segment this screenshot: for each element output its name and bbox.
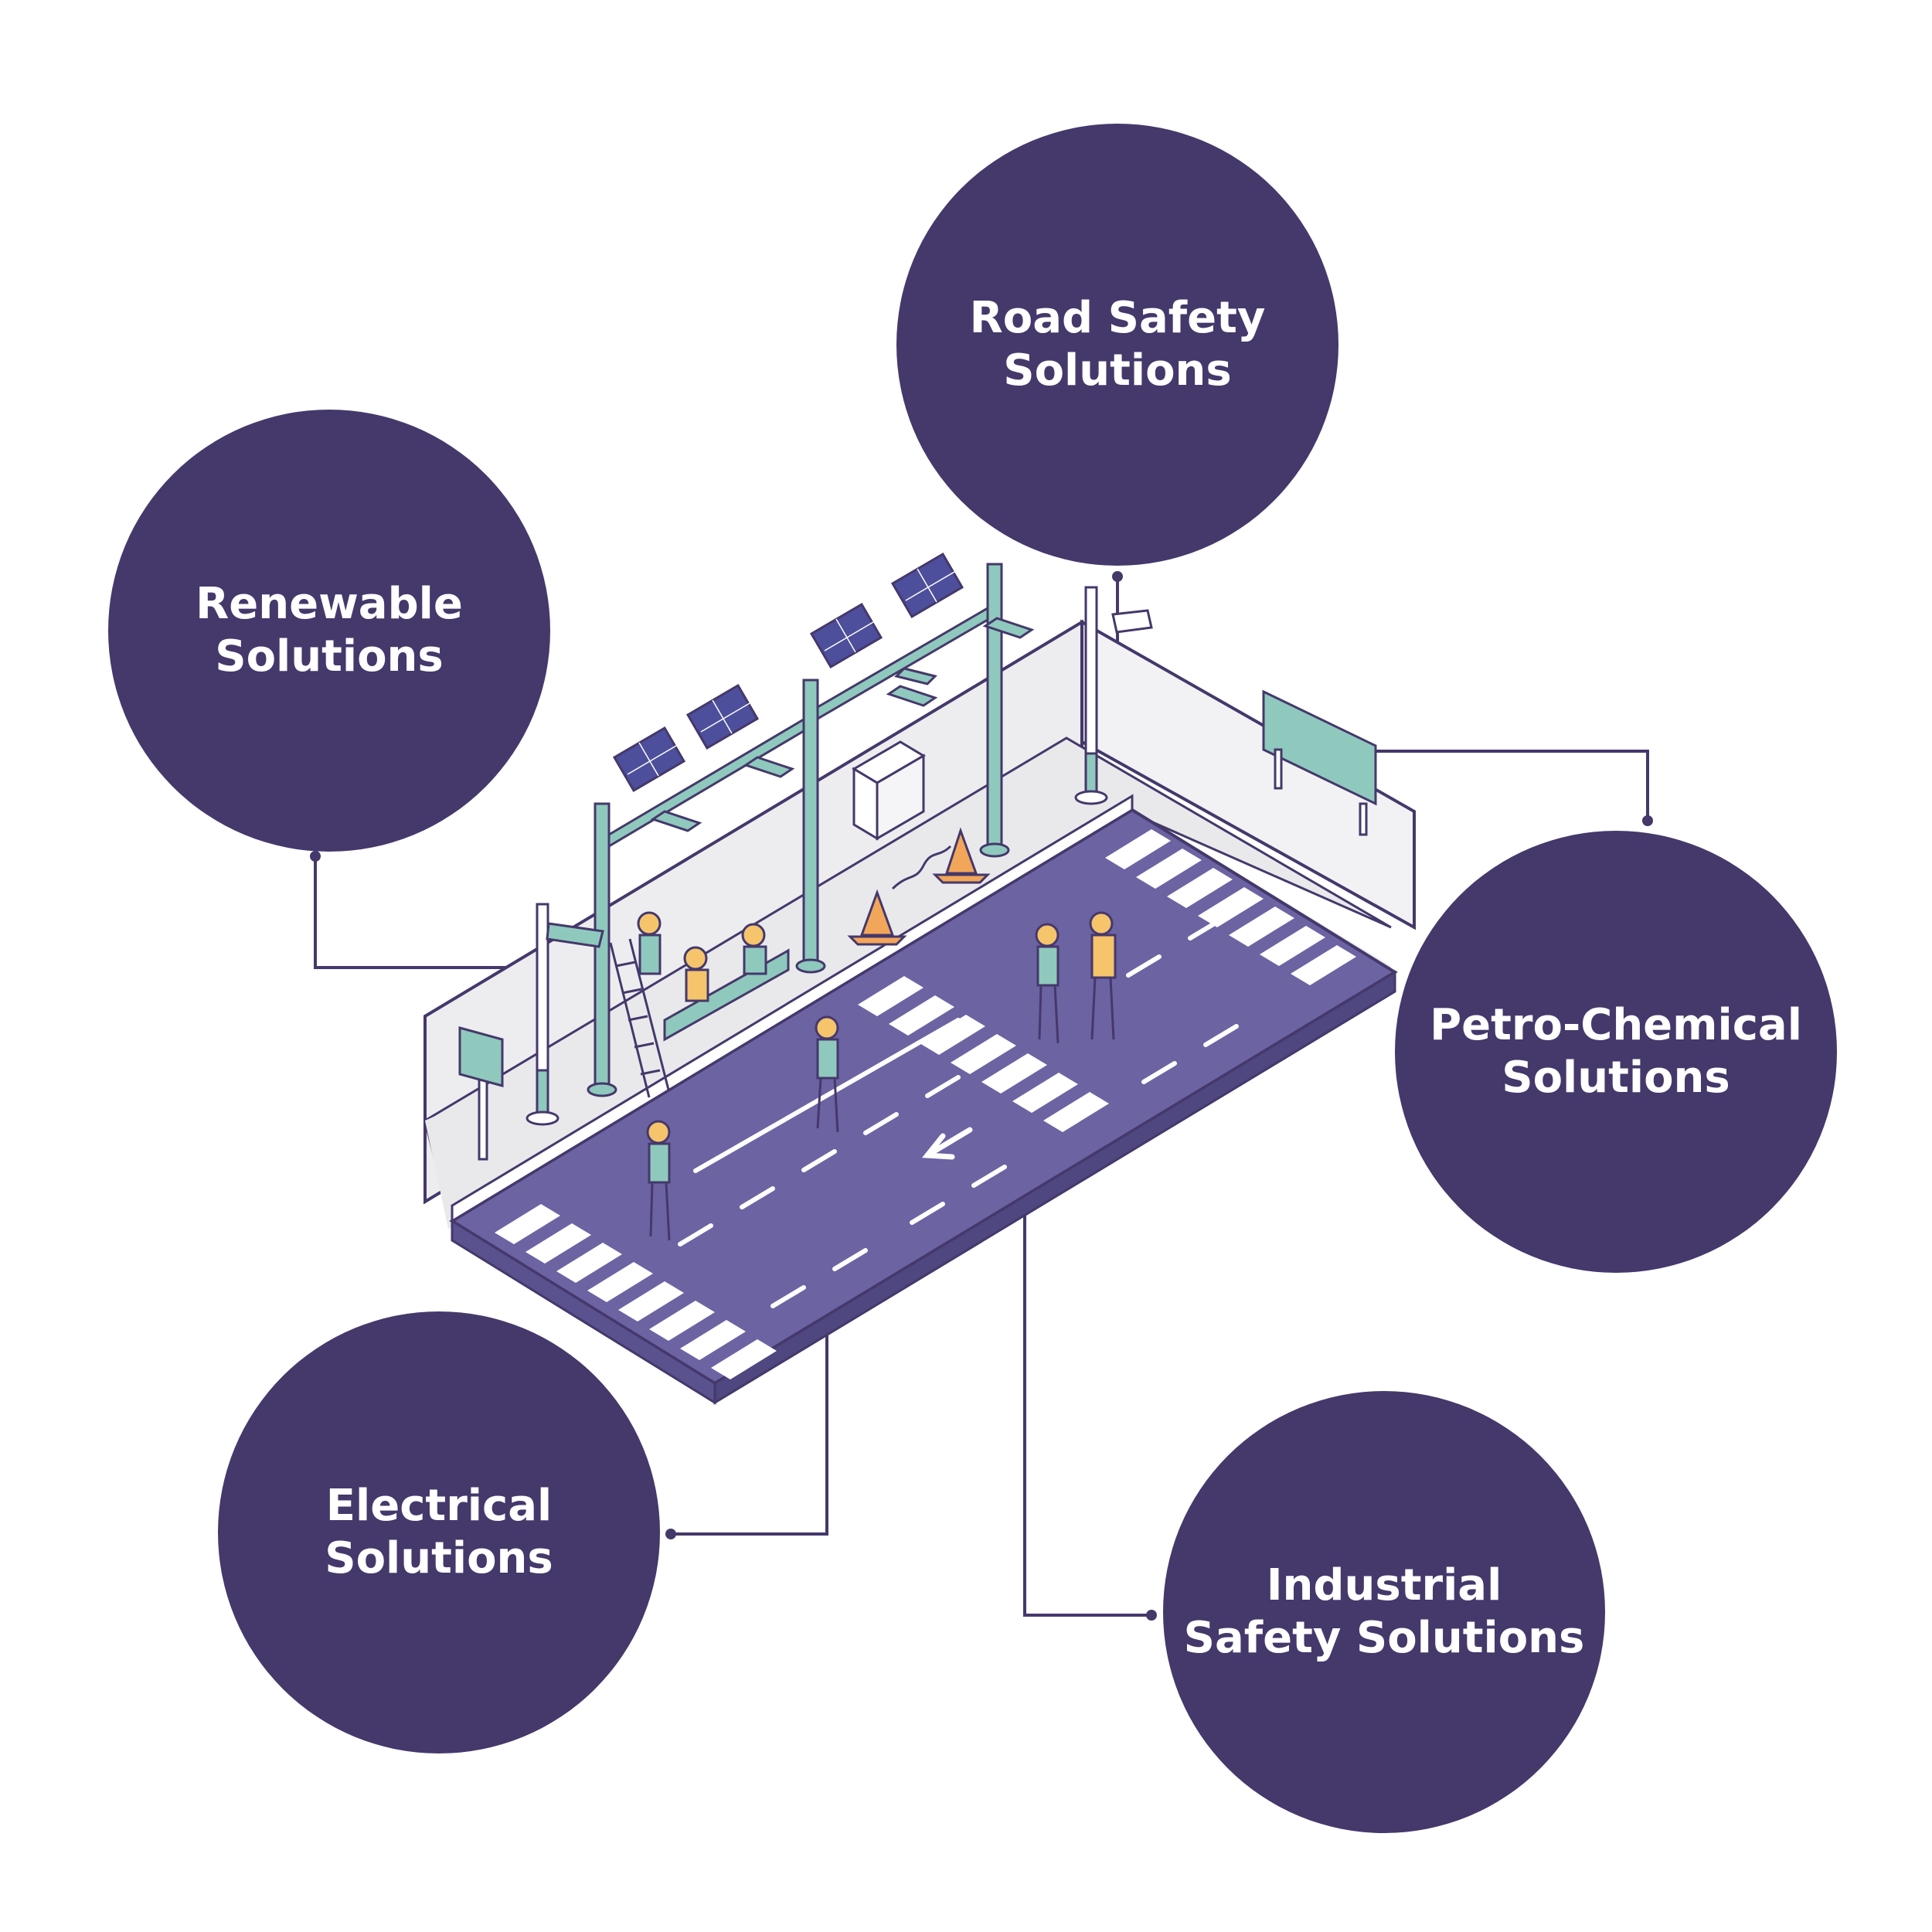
cctv-camera-icon: [1074, 586, 1153, 805]
node-electrical-line1: Electrical: [325, 1481, 553, 1531]
connector-dot-renewable: [310, 851, 321, 862]
street-light-icon: [587, 563, 1035, 1097]
connectors: [314, 577, 1649, 1617]
connector-renewable: [314, 856, 597, 969]
curb: [451, 794, 1134, 1223]
solar-panel-grid: [627, 568, 955, 777]
connector-dot-electrical: [665, 1529, 676, 1539]
pedestrian-sign-icon: [458, 1026, 504, 1161]
road-edge-right: [713, 970, 1396, 1405]
node-road-safety-line1: Road Safety: [969, 293, 1266, 343]
node-road-safety-line2: Solutions: [1003, 345, 1232, 396]
electrical-cabinet-icon: [852, 740, 926, 841]
crosswalk-middle: [858, 976, 1109, 1132]
connector-electrical: [671, 1321, 828, 1536]
worker-icon: [637, 911, 1117, 1241]
arrow-icon: [922, 1127, 973, 1160]
connector-industrial: [1023, 1213, 1151, 1617]
node-petro-chemical-line1: Petro-Chemical: [1430, 1000, 1802, 1050]
traffic-cone-icon: [847, 827, 991, 946]
crosswalk-near: [495, 1204, 777, 1379]
connector-dots: [310, 571, 1653, 1621]
node-renewable-line1: Renewable: [196, 579, 463, 629]
crosswalk-far: [1105, 829, 1356, 985]
connector-dot-industrial: [1146, 1610, 1157, 1621]
connector-petro-chemical: [1376, 750, 1649, 821]
node-industrial[interactable]: Industrial Safety Solutions: [1163, 1391, 1605, 1833]
node-road-safety[interactable]: Road Safety Solutions: [896, 124, 1338, 566]
node-industrial-line2: Safety Solutions: [1183, 1613, 1585, 1663]
node-petro-chemical[interactable]: Petro-Chemical Solutions: [1395, 831, 1837, 1273]
node-renewable-line2: Solutions: [215, 631, 444, 682]
lane-markings: [678, 917, 1239, 1308]
ladder-icon: [609, 938, 670, 1098]
node-petro-chemical-line2: Solutions: [1502, 1053, 1730, 1103]
connector-dot-road-safety: [1112, 571, 1123, 582]
node-electrical[interactable]: Electrical Solutions: [218, 1311, 660, 1753]
node-renewable[interactable]: Renewable Solutions: [108, 410, 550, 852]
left-light-pole: [526, 903, 604, 1126]
node-industrial-line1: Industrial: [1266, 1560, 1502, 1611]
connector-dot-petro-chemical: [1642, 815, 1653, 826]
node-electrical-line2: Solutions: [325, 1533, 553, 1583]
highway-sign-icon: [1262, 689, 1377, 836]
